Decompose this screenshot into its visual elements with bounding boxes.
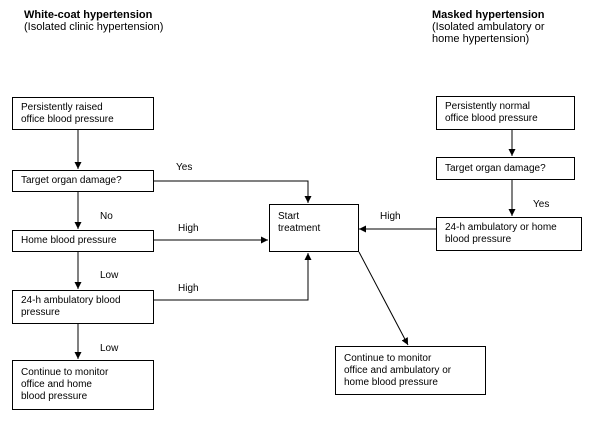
- left-target-organ-label: Target organ damage?: [21, 175, 122, 186]
- left-continue-box: Continue to monitor office and home bloo…: [12, 360, 154, 410]
- edge-label-yes-left: Yes: [176, 162, 193, 173]
- home-bp-label: Home blood pressure: [21, 235, 117, 246]
- persistently-normal-line2: office blood pressure: [445, 113, 538, 124]
- persistently-raised-line1: Persistently raised: [21, 101, 103, 113]
- white-coat-heading: White-coat hypertension (Isolated clinic…: [24, 9, 163, 33]
- start-treatment-box: Start treatment: [269, 204, 359, 252]
- edge-label-yes-right: Yes: [533, 199, 550, 210]
- edge-label-low-home: Low: [100, 270, 119, 281]
- arrow-ambulatory-high-to-start: [154, 253, 312, 301]
- ambulatory-home-box: 24-h ambulatory or home blood pressure: [436, 217, 582, 251]
- white-coat-subtitle: (Isolated clinic hypertension): [24, 21, 164, 33]
- ambulatory-bp-line2: pressure: [21, 307, 60, 318]
- right-target-organ-box: Target organ damage?: [436, 157, 575, 180]
- masked-heading: Masked hypertension (Isolated ambulatory…: [432, 9, 545, 45]
- left-continue-line2: office and home: [21, 379, 92, 390]
- right-continue-line2: office and ambulatory or: [344, 364, 452, 376]
- white-coat-title: White-coat hypertension: [24, 9, 153, 21]
- ambulatory-home-line2: blood pressure: [445, 234, 512, 245]
- ambulatory-bp-line1: 24-h ambulatory blood: [21, 295, 121, 306]
- edge-label-high-home: High: [178, 223, 199, 234]
- masked-subtitle-line2: home hypertension): [432, 33, 530, 45]
- right-continue-line1: Continue to monitor: [344, 352, 432, 364]
- left-target-organ-box: Target organ damage?: [12, 170, 154, 192]
- right-continue-line3: home blood pressure: [344, 376, 438, 388]
- ambulatory-bp-box: 24-h ambulatory blood pressure: [12, 290, 154, 324]
- arrow-start-to-right-continue: [358, 251, 409, 346]
- ambulatory-home-line1: 24-h ambulatory or home: [445, 222, 557, 233]
- arrow-target-yes-to-start: [154, 180, 312, 203]
- masked-title: Masked hypertension: [432, 9, 545, 21]
- start-treatment-line2: treatment: [278, 223, 321, 234]
- left-continue-line3: blood pressure: [21, 391, 88, 402]
- edge-label-high-ambulatory: High: [178, 283, 199, 294]
- edge-label-no-left: No: [100, 211, 113, 222]
- edge-label-low-ambulatory: Low: [100, 343, 119, 354]
- edge-label-high-right: High: [380, 211, 401, 222]
- persistently-normal-box: Persistently normal office blood pressur…: [436, 96, 575, 130]
- masked-subtitle-line1: (Isolated ambulatory or: [432, 21, 545, 33]
- home-bp-box: Home blood pressure: [12, 230, 154, 252]
- right-target-organ-label: Target organ damage?: [445, 162, 546, 174]
- persistently-raised-box: Persistently raised office blood pressur…: [12, 97, 154, 130]
- persistently-raised-line2: office blood pressure: [21, 113, 114, 125]
- right-continue-box: Continue to monitor office and ambulator…: [335, 346, 486, 395]
- persistently-normal-line1: Persistently normal: [445, 101, 531, 112]
- left-continue-line1: Continue to monitor: [21, 367, 109, 378]
- start-treatment-line1: Start: [278, 211, 300, 222]
